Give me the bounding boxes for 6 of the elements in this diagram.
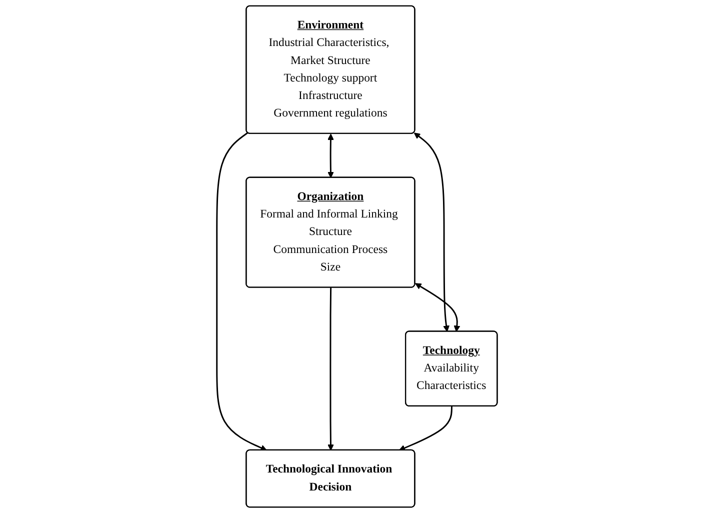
arrow [414,132,450,332]
arrow [216,132,267,451]
arrow [398,406,452,451]
arrow [327,134,334,178]
arrow [327,288,334,451]
arrow [415,283,460,332]
